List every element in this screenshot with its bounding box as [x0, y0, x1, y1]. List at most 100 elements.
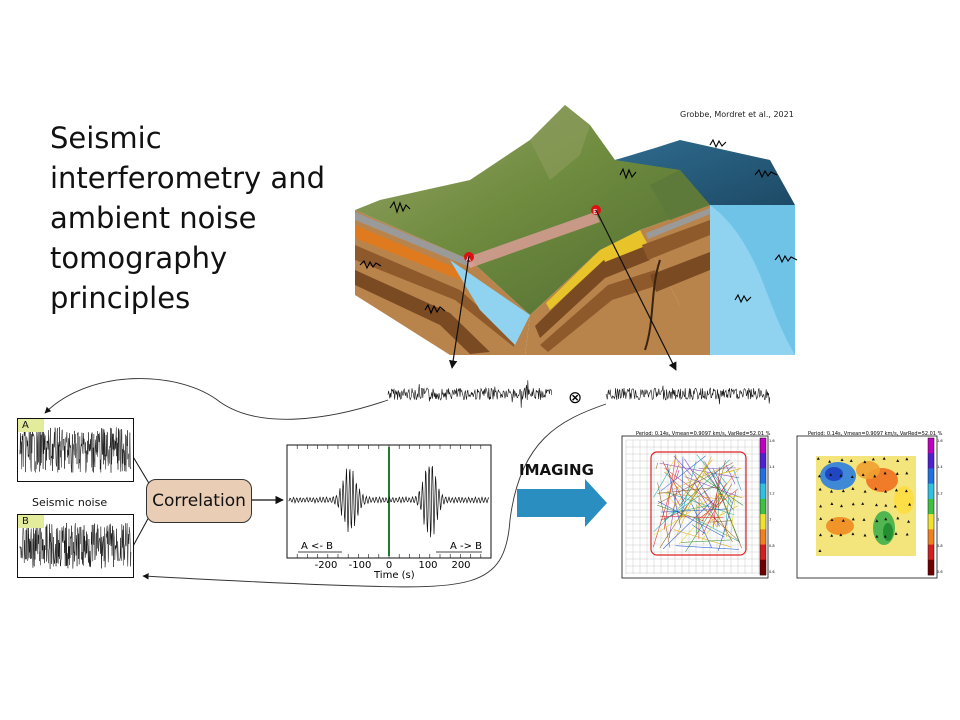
noise-waveform-b: [19, 522, 132, 569]
title-line: ambient noise: [50, 201, 257, 235]
station-triangle: [839, 504, 843, 508]
credit-text: Grobbe, Mordret et al., 2021: [680, 110, 794, 119]
imaging-arrow: [517, 479, 607, 527]
station-triangle: [895, 472, 899, 475]
station-triangle: [884, 489, 888, 493]
station-triangle: [896, 516, 900, 520]
ray-path: [681, 539, 731, 543]
ccf-x-tick-label: 0: [386, 560, 392, 571]
ray-path: [703, 461, 707, 483]
station-triangle: [863, 533, 867, 537]
ray-path: [653, 459, 730, 532]
arrow-station-b: [595, 209, 677, 371]
colorbar-tick: 1.6: [769, 439, 775, 443]
ray-map-colorbar: 1.61.41.210.80.6: [759, 437, 775, 576]
station-triangle: [893, 504, 897, 508]
trace-line: [387, 380, 553, 408]
station-triangle: [818, 549, 822, 552]
ray-path: [693, 482, 721, 527]
ray-path: [666, 468, 719, 493]
station-triangle: [907, 519, 911, 523]
station-a-trace: [387, 380, 553, 408]
noise-line: [19, 426, 132, 473]
ray-path: [672, 459, 713, 509]
arrow-station-a: [448, 255, 470, 369]
title-line: tomography: [50, 241, 228, 275]
station-triangle: [829, 489, 833, 493]
colorbar-tick: 1: [769, 518, 771, 522]
station-triangle: [875, 534, 879, 538]
station-triangle: [851, 532, 855, 536]
ray-boundary: [650, 451, 747, 556]
colorbar-tick: 1.4: [937, 465, 943, 469]
ray-path: [698, 467, 736, 469]
ccf-x-tick-label: 100: [418, 560, 437, 571]
station-triangle: [839, 473, 843, 477]
station-triangle: [908, 502, 912, 506]
ccf-x-tick-label: -100: [349, 560, 372, 571]
curved-arrow-to-trace-b: [142, 403, 607, 588]
ccf-x-tick-label: -200: [315, 560, 338, 571]
geological-block-diagram: A B: [355, 105, 798, 355]
ray-path: [657, 504, 705, 522]
station-triangle: [830, 533, 834, 537]
velocity-map: [816, 456, 916, 556]
ray-path: [676, 456, 712, 536]
ray-path: [652, 464, 679, 548]
ray-path: [712, 472, 741, 544]
station-triangle: [905, 471, 909, 475]
colorbar-tick: 0.6: [937, 570, 943, 574]
station-triangle: [862, 518, 866, 521]
imaging-label: IMAGING: [519, 461, 594, 479]
station-triangle: [840, 458, 844, 462]
colorbar-segment: [760, 468, 766, 484]
colorbar-segment: [928, 453, 934, 469]
noise-tag-b: B: [18, 515, 44, 528]
colorbar-segment: [760, 514, 766, 530]
sea-wedge-left: [450, 260, 530, 345]
ccf-ticks: [286, 445, 492, 558]
colorbar-segment: [760, 438, 766, 454]
colorbar-tick: 1: [937, 518, 939, 522]
velocity-anomaly: [883, 523, 893, 541]
colorbar-segment: [760, 559, 766, 576]
ray-path: [685, 489, 725, 553]
strata-left: [355, 210, 530, 355]
ccf-x-tick-labels: -200 -100 0 100 200: [315, 560, 471, 571]
station-triangle: [851, 502, 855, 506]
velocity-anomaly: [894, 486, 914, 514]
ray-path: [653, 468, 671, 498]
velocity-map-colorbar: 1.61.41.210.80.6: [927, 437, 943, 576]
ray-path: [655, 462, 659, 470]
ray-path: [660, 455, 706, 492]
ray-path: [691, 524, 706, 534]
station-triangle: [884, 503, 888, 507]
ray-path: [662, 461, 685, 503]
colorbar-segment: [760, 544, 766, 561]
station-triangle: [896, 459, 900, 462]
strata-middle: [525, 230, 680, 355]
ray-path: [680, 461, 697, 517]
ray-path: [716, 470, 734, 475]
connector-b: [131, 514, 151, 549]
station-triangle: [861, 502, 865, 505]
station-triangle: [875, 519, 879, 523]
colorbar-segment: [928, 498, 934, 515]
ray-path: [684, 458, 715, 507]
noise-panel-a: A: [17, 418, 134, 482]
colorbar-segment: [928, 529, 934, 545]
ccf-x-tick-label: 200: [451, 560, 470, 571]
colorbar-tick: 0.8: [769, 544, 775, 548]
station-triangle: [863, 460, 867, 464]
station-triangle: [905, 457, 909, 461]
colorbar-tick: 1.4: [769, 465, 775, 469]
ray-path: [668, 505, 709, 514]
ray-path: [681, 456, 684, 518]
ray-path: [725, 465, 734, 473]
ray-path: [678, 512, 707, 545]
colorbar-segment: [928, 544, 934, 561]
ray-path: [696, 454, 727, 491]
curved-arrow-to-trace-a: [44, 378, 389, 420]
